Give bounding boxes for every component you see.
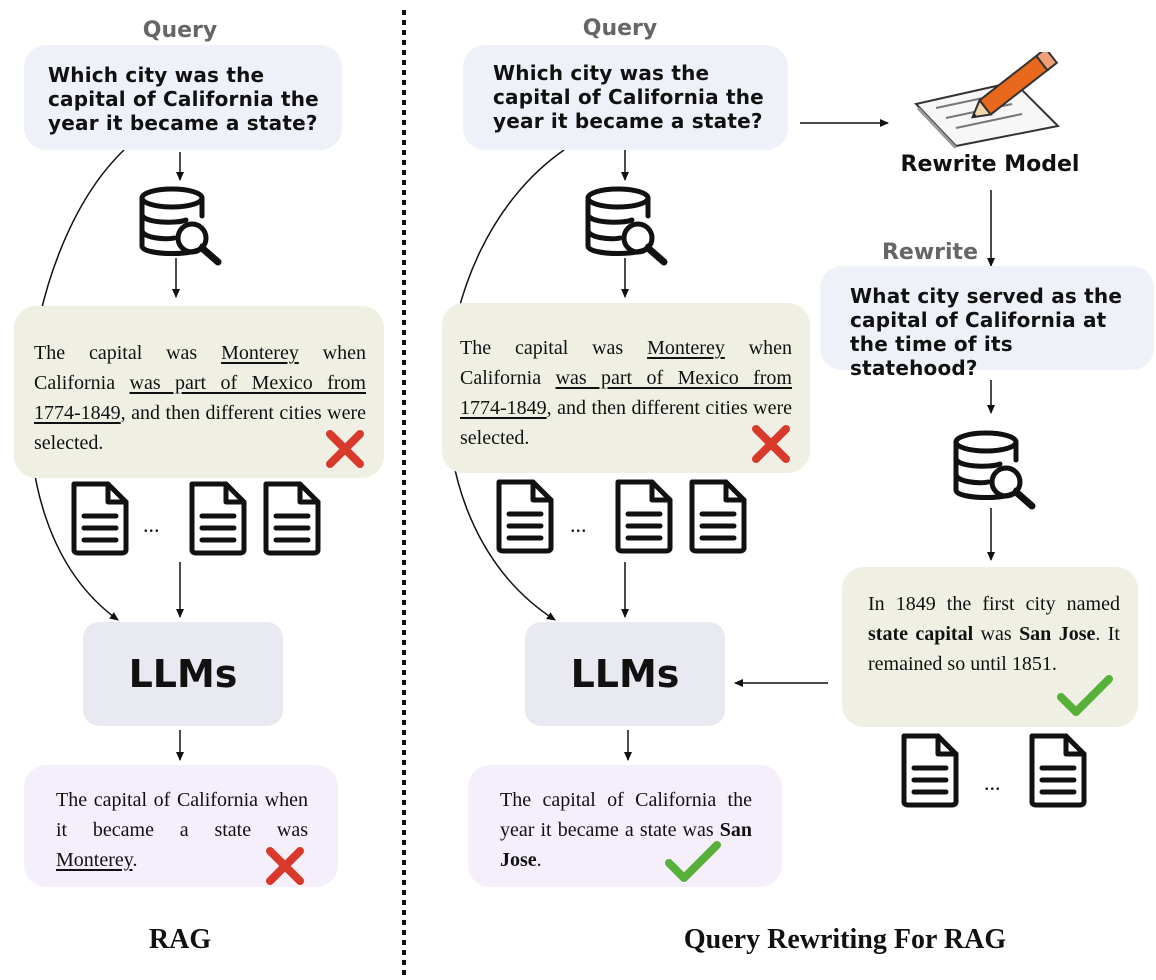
document-icon-rewrite-1 xyxy=(901,733,959,808)
query-box-right: Which city was the capital of California… xyxy=(463,45,788,150)
answer-box-right: The capital of California the year it be… xyxy=(468,765,782,887)
rewritten-doc-box: In 1849 the first city named state capit… xyxy=(842,567,1138,727)
document-icon-right-3 xyxy=(689,479,747,554)
retrieved-doc-box-left: The capital was Monterey when California… xyxy=(14,306,384,478)
query-text-right: Which city was the capital of California… xyxy=(493,61,764,133)
retrieved-doc-text-right: The capital was Monterey when California… xyxy=(460,337,792,449)
query-text-left: Which city was the capital of California… xyxy=(48,63,319,135)
query-box-left: Which city was the capital of California… xyxy=(24,45,342,150)
cross-mark-icon-doc-left xyxy=(326,430,364,468)
document-icon-left-1 xyxy=(71,481,129,556)
answer-text-left: The capital of California when it became… xyxy=(56,789,308,871)
query-label-right: Query xyxy=(582,16,658,41)
ellipsis-left: ... xyxy=(143,512,160,537)
llm-label-left: LLMs xyxy=(128,652,238,696)
ellipsis-right-top: ... xyxy=(570,512,587,537)
rewrite-text: What city served as the capital of Calif… xyxy=(850,284,1123,380)
database-search-icon-rewrite xyxy=(953,430,1036,510)
caption-right: Query Rewriting For RAG xyxy=(683,924,1007,955)
caption-left: RAG xyxy=(148,924,212,955)
retrieved-doc-text-left: The capital was Monterey when California… xyxy=(34,342,366,454)
database-search-icon-left xyxy=(139,186,222,266)
document-icon-right-1 xyxy=(496,479,554,554)
answer-text-right: The capital of California the year it be… xyxy=(500,789,752,871)
llm-box-right: LLMs xyxy=(525,622,725,726)
rewritten-doc-text: In 1849 the first city named state capit… xyxy=(868,593,1120,675)
cross-mark-icon-answer-left xyxy=(266,847,304,885)
document-icon-right-2 xyxy=(615,479,673,554)
retrieved-doc-box-right: The capital was Monterey when California… xyxy=(442,303,810,473)
document-icon-left-3 xyxy=(263,481,321,556)
query-label-left: Query xyxy=(142,18,218,43)
answer-box-left: The capital of California when it became… xyxy=(24,765,338,887)
llm-label-right: LLMs xyxy=(570,652,680,696)
check-mark-icon-doc-right xyxy=(1057,675,1113,716)
cross-mark-icon-doc-right xyxy=(752,425,790,463)
check-mark-icon-answer-right xyxy=(665,841,721,882)
ellipsis-right-bottom: ... xyxy=(984,770,1001,795)
rewrite-box: What city served as the capital of Calif… xyxy=(820,266,1154,380)
rewrite-label: Rewrite xyxy=(881,240,978,265)
llm-box-left: LLMs xyxy=(83,622,283,726)
database-search-icon-right xyxy=(585,186,668,266)
rewrite-model-icon xyxy=(914,52,1061,148)
rewrite-model-label: Rewrite Model xyxy=(900,152,1080,177)
document-icon-left-2 xyxy=(189,481,247,556)
document-icon-rewrite-2 xyxy=(1029,733,1087,808)
